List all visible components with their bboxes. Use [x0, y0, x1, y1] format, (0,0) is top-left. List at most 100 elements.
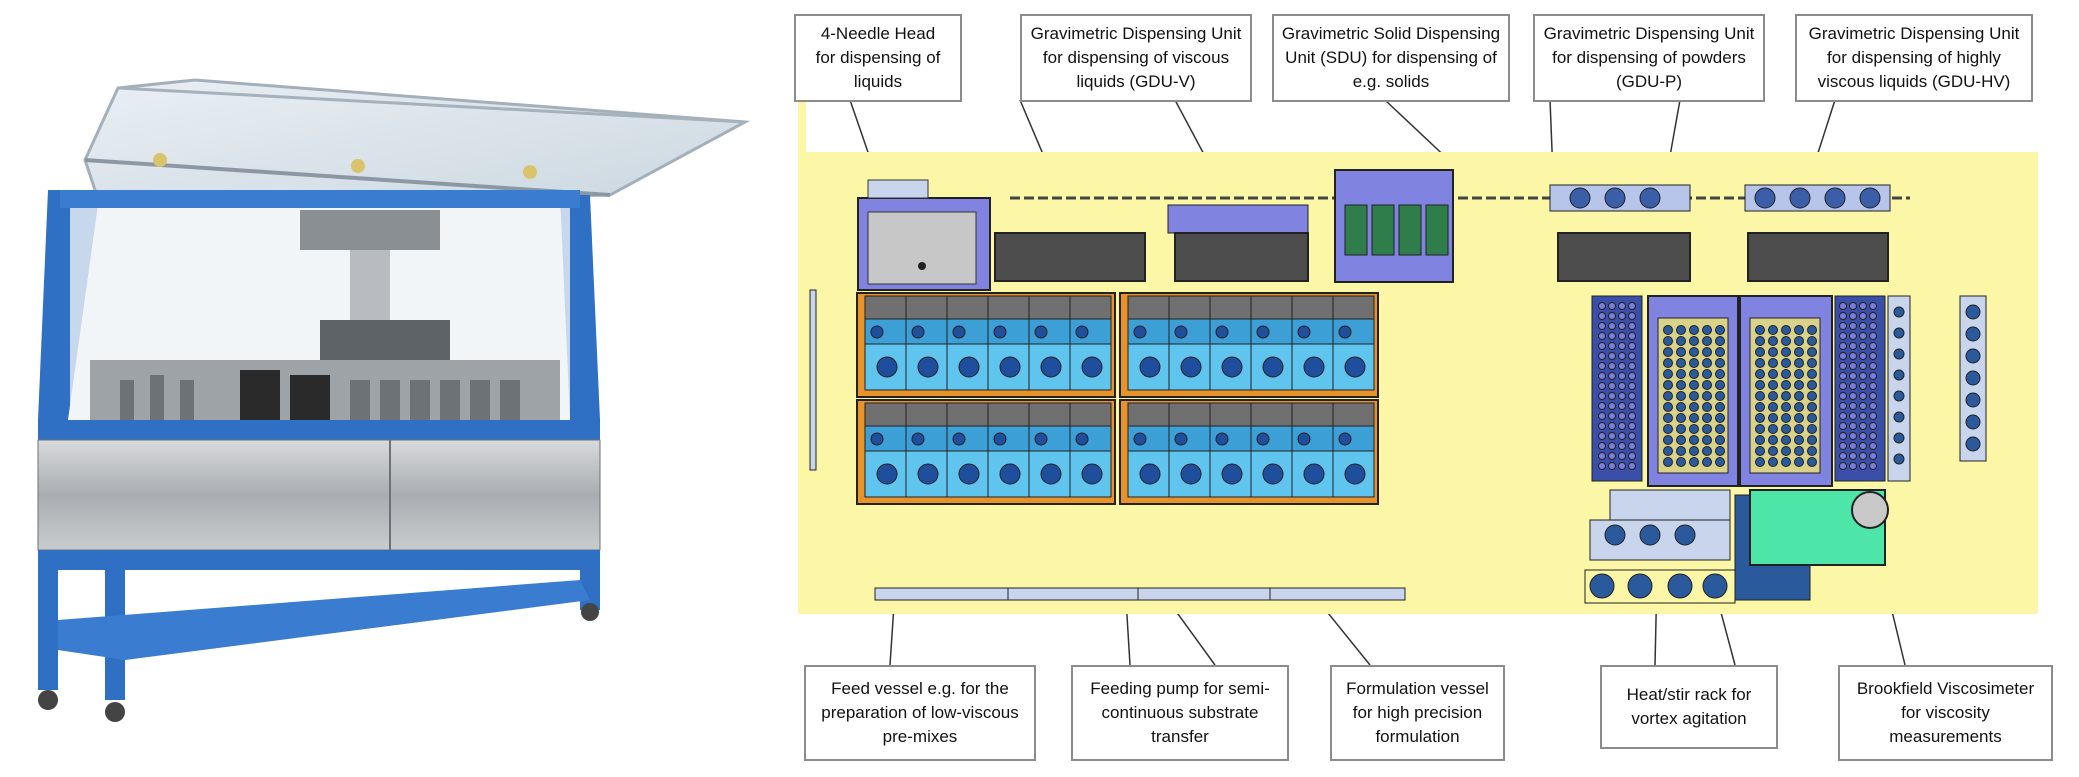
rack-well: [1839, 362, 1847, 370]
rack-well: [1893, 348, 1905, 360]
vessel-small: [952, 325, 966, 339]
rack-well: [1768, 358, 1778, 368]
rack-well: [1663, 380, 1673, 390]
vessel-small: [1215, 432, 1229, 446]
rack-well: [1608, 322, 1616, 330]
vessel-small: [1174, 432, 1188, 446]
rack-well: [1965, 326, 1981, 342]
rack-well: [1839, 372, 1847, 380]
rack-well: [1608, 352, 1616, 360]
vessel-large: [1081, 463, 1103, 485]
vessel-small: [1133, 432, 1147, 446]
rack-well: [1893, 432, 1905, 444]
vessel-small: [1034, 432, 1048, 446]
rack-well: [1598, 302, 1606, 310]
rack-well: [1598, 412, 1606, 420]
vessel-bank: [1119, 399, 1379, 505]
vessel-large: [876, 463, 898, 485]
rack-well: [1608, 422, 1616, 430]
rack-well: [1807, 325, 1817, 335]
rack-well: [1598, 372, 1606, 380]
rack-well: [1869, 422, 1877, 430]
rack-well: [1628, 362, 1636, 370]
rack-well: [1608, 462, 1616, 470]
vessel-large: [876, 356, 898, 378]
rack-well: [1849, 412, 1857, 420]
rack-well: [1618, 302, 1626, 310]
rack-well: [1839, 442, 1847, 450]
rack-well: [1715, 358, 1725, 368]
rack-well: [1839, 382, 1847, 390]
rack-well: [1618, 342, 1626, 350]
rack-well: [1768, 435, 1778, 445]
rack-well: [1781, 435, 1791, 445]
rack-well: [1839, 402, 1847, 410]
rack-well: [1768, 347, 1778, 357]
rack-well: [1702, 358, 1712, 368]
rack-well: [1794, 457, 1804, 467]
callout-feeding-pump: Feeding pump for semi- continuous substr…: [1071, 665, 1289, 761]
rack-well: [1849, 312, 1857, 320]
rack-well: [1663, 325, 1673, 335]
rack-well: [1598, 442, 1606, 450]
rack-well: [1869, 352, 1877, 360]
rack-well: [1849, 332, 1857, 340]
rack-well: [1608, 302, 1616, 310]
rack-well: [1869, 452, 1877, 460]
rack-well: [1702, 336, 1712, 346]
rack-well: [1608, 432, 1616, 440]
rack-well: [1869, 322, 1877, 330]
system-photo: [37, 78, 751, 722]
rack-well: [1689, 347, 1699, 357]
rack-well: [1689, 402, 1699, 412]
rack-well: [1849, 392, 1857, 400]
rack-well: [1608, 372, 1616, 380]
rack-well: [1689, 413, 1699, 423]
rack-well: [1676, 325, 1686, 335]
rack-well: [1628, 352, 1636, 360]
rack-well: [1869, 412, 1877, 420]
rack-well: [1715, 424, 1725, 434]
rack-well: [1869, 342, 1877, 350]
rack-well: [1715, 336, 1725, 346]
rack-well: [1628, 462, 1636, 470]
rack-well: [1807, 435, 1817, 445]
rack-well: [1859, 372, 1867, 380]
rack-well: [1689, 358, 1699, 368]
rack-well: [1715, 413, 1725, 423]
rack-well: [1628, 372, 1636, 380]
rack-well: [1794, 325, 1804, 335]
rack-well: [1598, 342, 1606, 350]
rack-well: [1598, 352, 1606, 360]
rack-well: [1794, 391, 1804, 401]
rack-well: [1598, 332, 1606, 340]
rack-well: [1849, 302, 1857, 310]
rack-well: [1676, 391, 1686, 401]
rack-well: [1768, 413, 1778, 423]
rack-well: [1755, 336, 1765, 346]
vessel-small: [993, 432, 1007, 446]
rack-well: [1715, 391, 1725, 401]
rack-well: [1869, 362, 1877, 370]
rack-well: [1849, 422, 1857, 430]
rack-well: [1807, 402, 1817, 412]
rack-well: [1755, 358, 1765, 368]
vessel-small: [911, 325, 925, 339]
rack-well: [1715, 380, 1725, 390]
rack-well: [1849, 342, 1857, 350]
vessel-small: [1338, 432, 1352, 446]
rack-well: [1628, 312, 1636, 320]
rack-well: [1893, 411, 1905, 423]
rack-well: [1768, 336, 1778, 346]
rack-well: [1676, 424, 1686, 434]
rack-well: [1839, 342, 1847, 350]
rack-well: [1628, 342, 1636, 350]
rack-well: [1755, 325, 1765, 335]
rack-well: [1794, 380, 1804, 390]
rack-well: [1618, 402, 1626, 410]
vessel-large: [1344, 463, 1366, 485]
vessel-large: [1081, 356, 1103, 378]
rack-well: [1807, 358, 1817, 368]
rack-well: [1781, 347, 1791, 357]
rack-well: [1702, 424, 1712, 434]
